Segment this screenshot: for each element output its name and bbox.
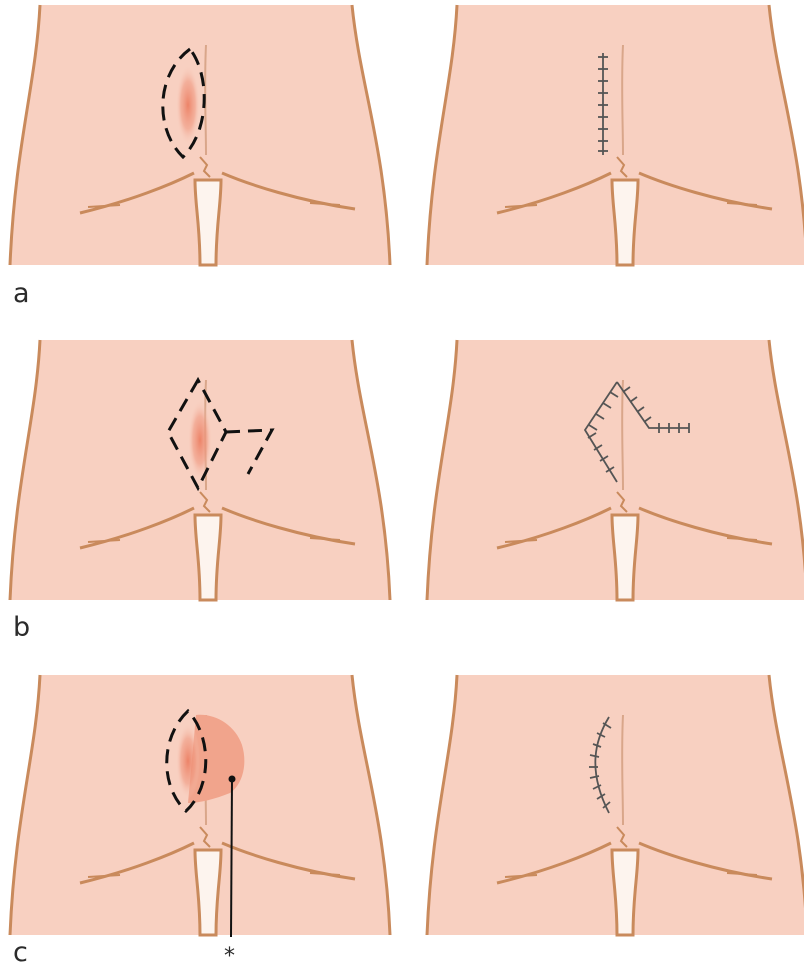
row-label-b: b: [13, 612, 30, 643]
panel-c-right: [427, 675, 804, 935]
panel-a-left: [10, 5, 390, 265]
panel-b-right: [427, 340, 804, 600]
asterisk-marker: *: [224, 944, 235, 969]
row-label-c: c: [13, 937, 28, 968]
lesion: [176, 65, 200, 145]
panel-b-left: [10, 340, 390, 600]
lesion: [176, 723, 200, 799]
row-label-a: a: [13, 278, 30, 309]
panel-a-right: [427, 5, 804, 265]
pointer-line: [231, 779, 232, 937]
panel-c-left: [10, 675, 390, 937]
lesion: [188, 400, 212, 480]
